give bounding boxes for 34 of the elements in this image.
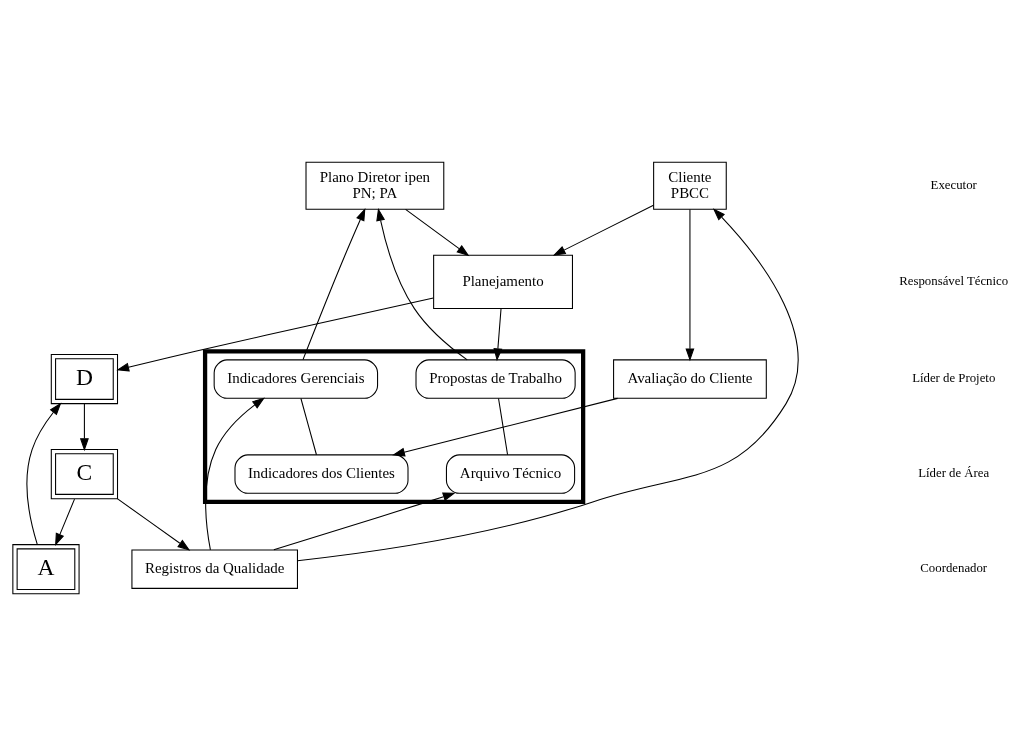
arrow (493, 308, 503, 362)
arrow (79, 403, 89, 452)
label: Líder de Projeto (912, 371, 996, 386)
node-box: Arquivo Técnico (445, 454, 576, 494)
arrow (117, 498, 191, 551)
connector (300, 397, 317, 456)
arrow (26, 402, 62, 545)
node-box: Plano Diretor ipen PN; PA (305, 161, 445, 210)
arrow (376, 207, 468, 361)
arrow (55, 498, 76, 547)
connector (498, 397, 509, 456)
label: Responsável Técnico (899, 274, 1009, 289)
node-box: Planejamento (433, 254, 573, 310)
arrow (392, 397, 619, 457)
node-box: Registros da Qualidade (131, 549, 298, 589)
arrow (116, 297, 434, 372)
label: Coordenador (920, 561, 988, 576)
arrow (302, 208, 366, 361)
arrow (405, 208, 470, 257)
label: Líder de Área (918, 466, 990, 481)
node-box: C (50, 449, 119, 500)
node-box: Indicadores dos Clientes (234, 454, 409, 494)
node-box: A (12, 544, 80, 595)
node-box: Propostas de Trabalho (415, 359, 576, 399)
node-box: D (50, 353, 119, 405)
arrow (205, 397, 265, 551)
node-box: Indicadores Gerenciais (213, 359, 379, 399)
arrow (273, 492, 456, 551)
arrow (297, 208, 799, 562)
node-box: Avaliação do Cliente (613, 359, 767, 399)
node-box: Cliente PBCC (653, 161, 727, 210)
arrow (685, 209, 695, 362)
label: Executor (930, 178, 977, 193)
arrow (552, 204, 654, 256)
